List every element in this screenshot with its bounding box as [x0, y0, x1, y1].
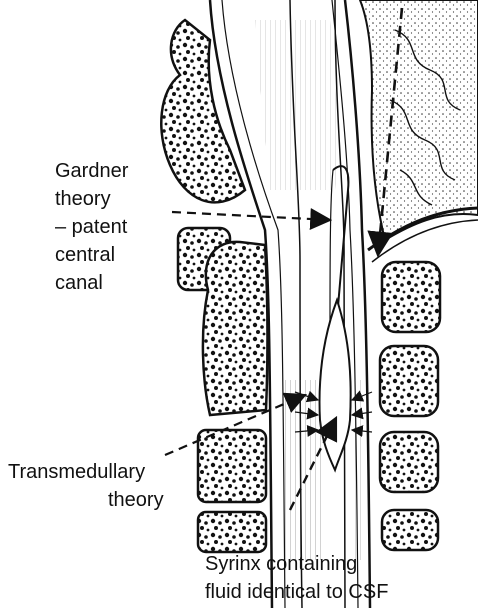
transmedullary-line-1: Transmedullary — [8, 461, 145, 483]
vertebra-right-3 — [380, 432, 438, 492]
vertebra-right-1 — [382, 262, 440, 332]
vertebra-left-4 — [198, 512, 266, 552]
gardner-arrow — [172, 212, 330, 220]
cord-hatching-right — [352, 380, 362, 560]
vertebra-right-2 — [380, 346, 438, 416]
gardner-line-1: Gardner — [55, 160, 129, 182]
gardner-line-4: central — [55, 244, 115, 266]
syrinx-line-1: Syrinx containing — [205, 553, 357, 575]
gardner-line-3: – patent — [55, 216, 128, 238]
transmedullary-theory-label: Transmedullary theory — [8, 461, 164, 511]
gardner-line-5: canal — [55, 272, 103, 294]
vertebra-right-4 — [382, 510, 438, 550]
gardner-line-2: theory — [55, 188, 111, 210]
syrinx-line-2: fluid identical to CSF — [205, 581, 388, 603]
occipital-bone — [161, 20, 245, 202]
vertebra-left-2 — [203, 242, 267, 415]
cord-hatching — [282, 380, 322, 560]
gardner-theory-label: Gardner theory – patent central canal — [55, 160, 129, 294]
vertebra-left-3 — [198, 430, 266, 502]
cerebellum — [360, 0, 478, 240]
transmedullary-line-2: theory — [108, 489, 164, 511]
syrinx — [320, 300, 351, 470]
syrinx-label: Syrinx containing fluid identical to CSF — [205, 553, 388, 603]
central-canal-2 — [330, 170, 333, 330]
